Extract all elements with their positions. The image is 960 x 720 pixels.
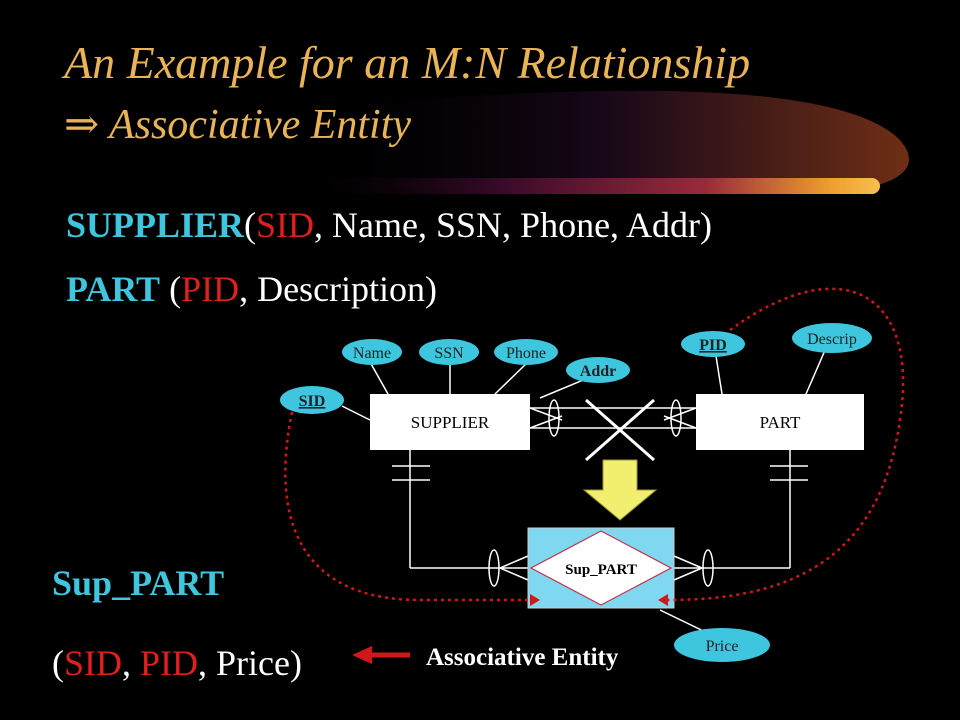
attr-descrip: Descrip xyxy=(807,331,857,348)
crowfoot-right-b xyxy=(673,567,703,581)
attr-addr-oval xyxy=(566,357,630,383)
entity-part-box xyxy=(696,394,864,450)
relation-sep: , xyxy=(122,643,141,683)
slide-subtitle: ⇒ Associative Entity xyxy=(64,104,411,146)
attr-pid-oval xyxy=(681,331,745,357)
entity-supplier-box xyxy=(370,394,530,450)
attr-addr: Addr xyxy=(580,363,616,380)
attr-name: Name xyxy=(353,345,391,362)
relation-open: ( xyxy=(160,269,182,309)
sup-part-relation-name: Sup_PART xyxy=(52,563,225,603)
attr-price-oval xyxy=(674,628,770,662)
associative-entity-label: Sup_PART xyxy=(565,562,637,578)
entity-supplier-label: SUPPLIER xyxy=(411,413,490,432)
attr-sid-oval xyxy=(280,386,344,414)
relation-part: PART (PID, Description) xyxy=(66,268,437,310)
relation-name: PART xyxy=(66,269,161,309)
slide-title: An Example for an M:N Relationship xyxy=(64,37,751,88)
relation-open: ( xyxy=(244,205,257,245)
crowfoot-left-b xyxy=(499,567,529,581)
attr-sid: SID xyxy=(299,393,326,410)
relation-name: SUPPLIER xyxy=(66,205,245,245)
attr-price: Price xyxy=(706,638,739,655)
relation-key-sid: SID xyxy=(64,643,123,683)
fk-pid-dotted-line xyxy=(667,287,905,602)
attr-descrip-oval xyxy=(792,323,872,353)
subtitle-text: Associative Entity xyxy=(108,102,412,148)
fk-sid-arrowhead-icon xyxy=(530,594,540,606)
associative-entity-diamond xyxy=(529,530,673,606)
relation-supplier: SUPPLIER(SID, Name, SSN, Phone, Addr) xyxy=(66,204,712,246)
attr-pid: PID xyxy=(699,337,727,354)
connector-addr xyxy=(539,377,589,399)
attr-phone-oval xyxy=(494,339,558,365)
relation-key-pid: PID xyxy=(140,643,199,683)
connector-name xyxy=(369,361,389,395)
relation-attrs: , Price) xyxy=(198,643,302,683)
sup-part-relation-attrs: (SID, PID, Price) xyxy=(52,642,302,684)
optional-circle-part xyxy=(670,399,682,437)
fk-sid-dotted-line xyxy=(284,411,530,602)
connector-sid xyxy=(341,405,371,421)
relation-attrs: , Name, SSN, Phone, Addr) xyxy=(314,205,713,245)
assoc-arrow-head-icon xyxy=(352,646,372,664)
associative-entity-caption: Associative Entity xyxy=(426,644,619,671)
transform-arrow-icon xyxy=(582,459,658,521)
crowfoot-part-b xyxy=(663,415,697,429)
connector-descrip xyxy=(805,347,827,395)
attr-name-oval xyxy=(342,339,402,365)
crowfoot-supplier-b xyxy=(529,415,563,429)
entity-part-label: PART xyxy=(760,413,801,432)
crowfoot-right-a xyxy=(673,555,703,569)
fk-pid-arrowhead-icon xyxy=(658,594,668,606)
attr-ssn-oval xyxy=(419,339,479,365)
relation-open: ( xyxy=(52,643,64,683)
cross-mark-b xyxy=(585,398,655,462)
relation-attrs: , Description) xyxy=(239,269,438,309)
optional-circle-supplier xyxy=(548,399,560,437)
relation-key: PID xyxy=(181,269,240,309)
attr-ssn: SSN xyxy=(434,345,464,362)
optional-circle-left xyxy=(488,549,500,587)
connector-phone xyxy=(494,361,529,395)
connector-pid xyxy=(715,355,723,395)
relation-key: SID xyxy=(256,205,315,245)
optional-circle-right xyxy=(702,549,714,587)
attr-phone: Phone xyxy=(506,345,546,362)
implies-arrow-icon: ⇒ xyxy=(64,102,100,148)
crowfoot-left-a xyxy=(499,555,529,569)
